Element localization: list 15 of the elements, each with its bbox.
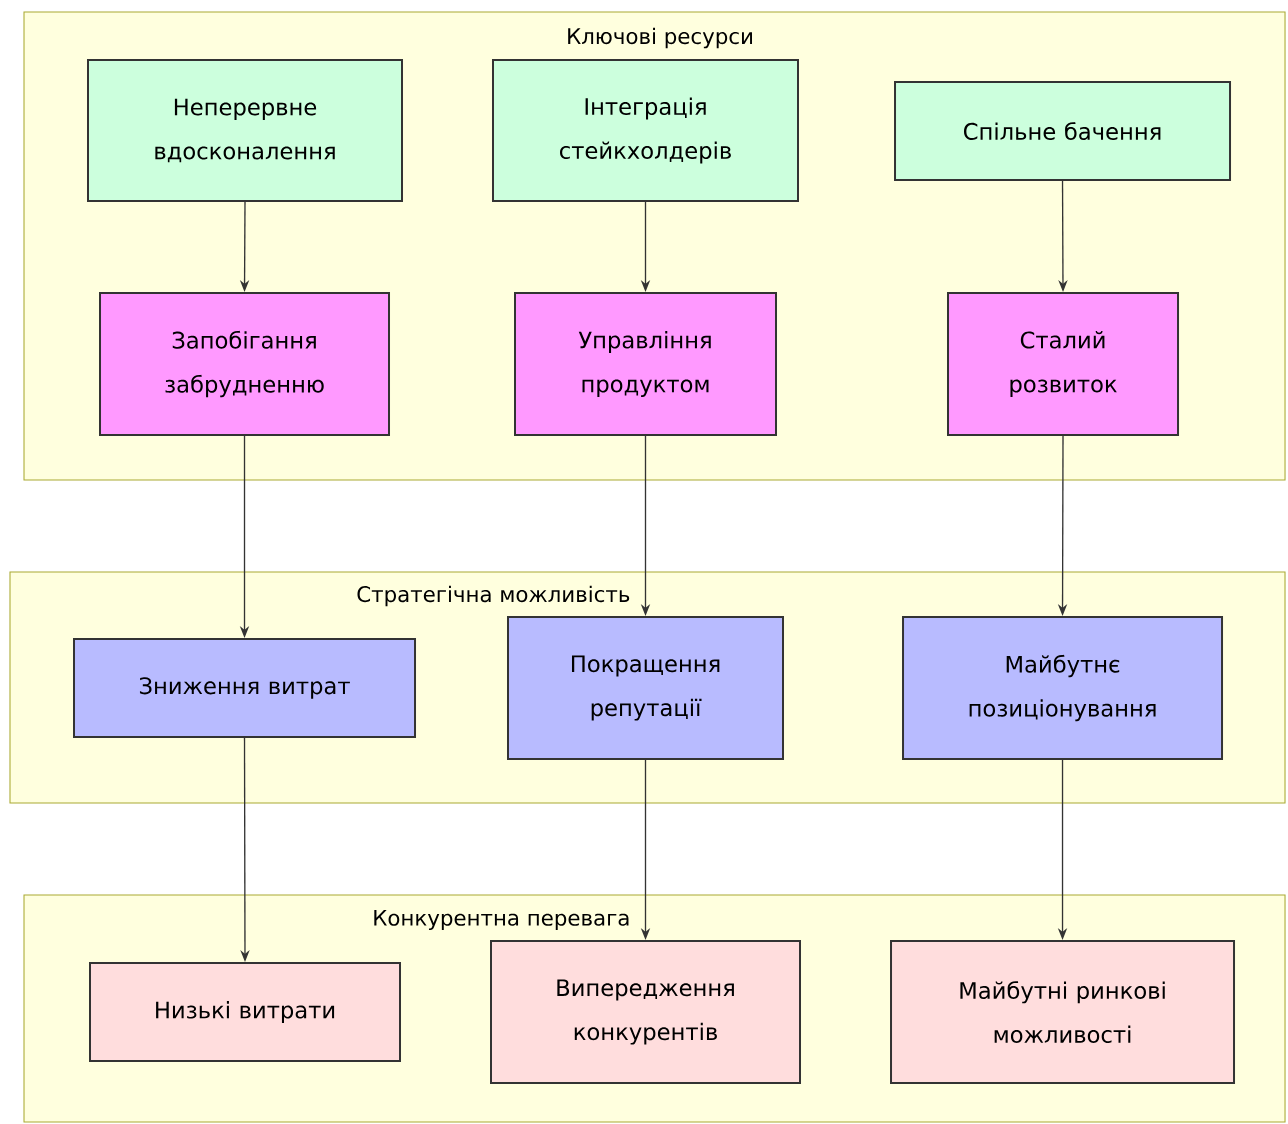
process-box: Сталий розвиток	[947, 292, 1179, 436]
process-box: Майбутні ринкові можливості	[890, 940, 1235, 1084]
process-box: Низькі витрати	[89, 962, 401, 1062]
group-title: Ключові ресурси	[564, 26, 756, 50]
process-box: Покращення репутації	[507, 616, 784, 760]
process-box: Запобігання забрудненню	[99, 292, 390, 436]
process-box: Зниження витрат	[73, 638, 416, 738]
process-box: Інтеграція стейкхолдерів	[492, 59, 799, 202]
process-box: Неперервне вдосконалення	[87, 59, 403, 202]
group-title: Конкурентна перевага	[370, 908, 632, 932]
process-box: Спільне бачення	[894, 81, 1231, 181]
group-title: Стратегічна можливість	[354, 584, 632, 608]
process-box: Випередження конкурентів	[490, 940, 801, 1084]
process-box: Майбутнє позиціонування	[902, 616, 1223, 760]
process-box: Управління продуктом	[514, 292, 777, 436]
